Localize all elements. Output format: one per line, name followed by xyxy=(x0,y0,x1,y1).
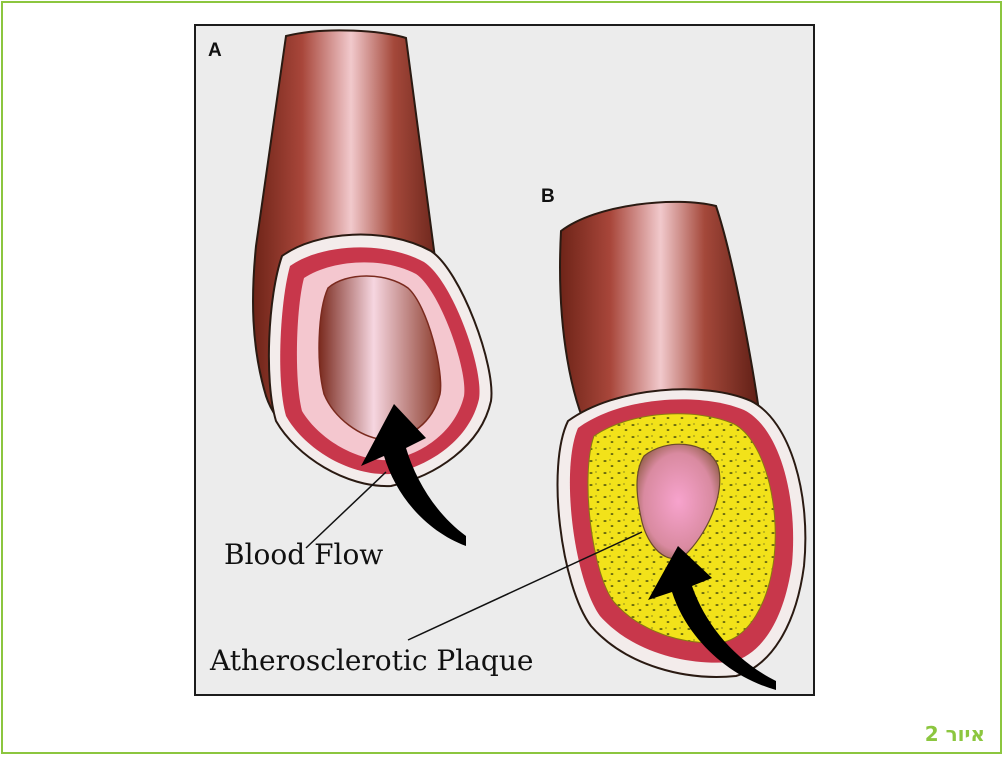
figure-number: איור 2 xyxy=(925,722,985,746)
artery-drawing xyxy=(196,26,813,694)
plaque-artery xyxy=(558,202,806,690)
blood-flow-label: Blood Flow xyxy=(224,538,383,571)
blood-flow-leader-line xyxy=(306,472,386,548)
plaque-label: Atherosclerotic Plaque xyxy=(210,644,533,677)
panel-a-letter: A xyxy=(208,40,222,62)
healthy-artery xyxy=(253,30,491,546)
panel-b-letter: B xyxy=(541,186,555,208)
artery-illustration: A B Blood Flow Atherosclerotic Plaque xyxy=(194,24,815,696)
